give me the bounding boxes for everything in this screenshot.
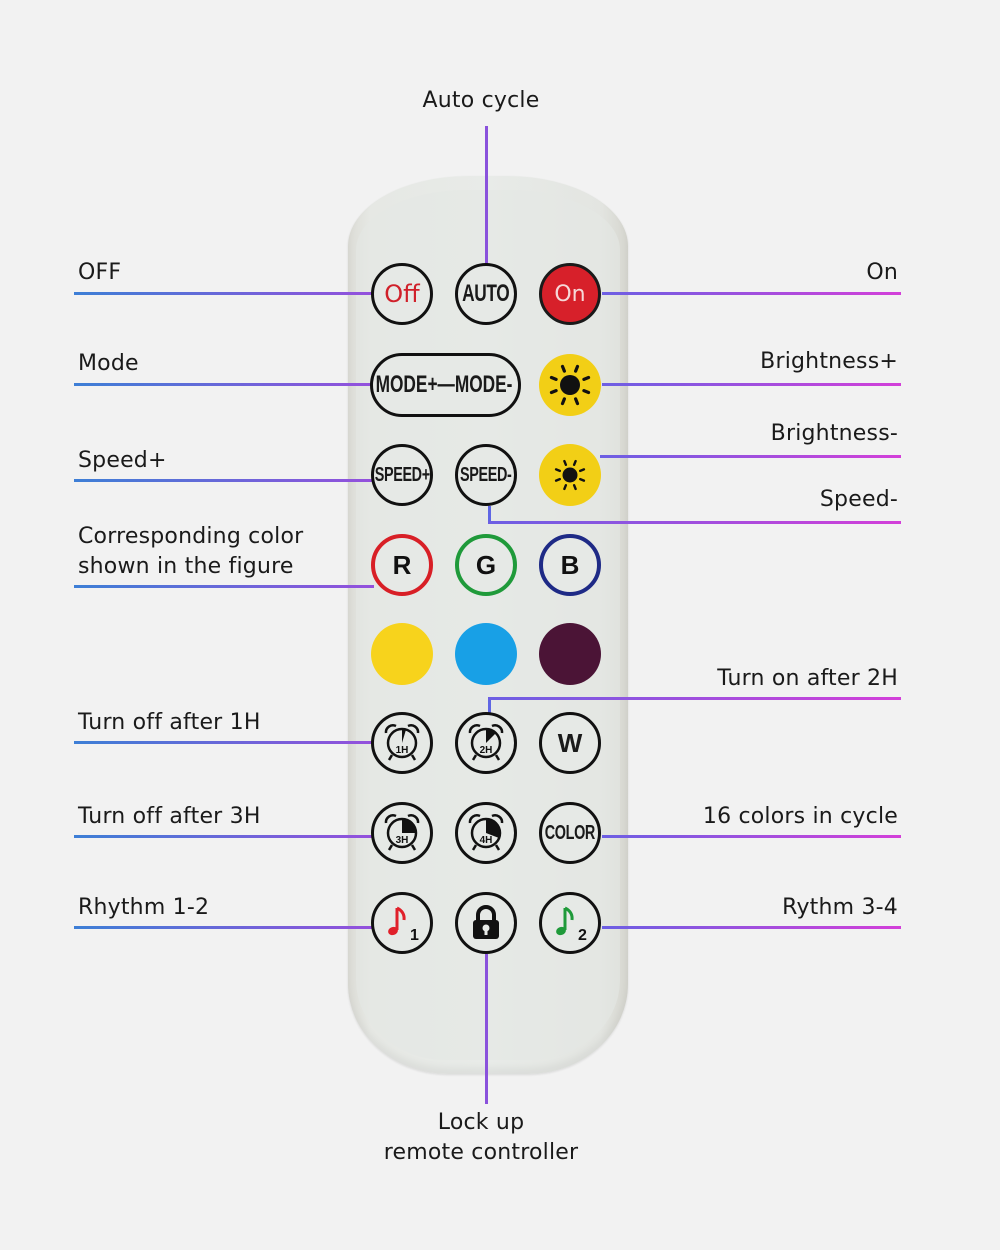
connector-off <box>74 292 372 295</box>
callout-brightness-up: Brightness+ <box>760 349 898 374</box>
yellow-color-button[interactable] <box>371 623 433 685</box>
alarm-clock-icon: 1H <box>384 724 420 761</box>
speed-up-button[interactable]: SPEED+ <box>371 444 433 506</box>
callout-colors-cycle: 16 colors in cycle <box>702 804 898 829</box>
callout-corresponding-color-2: shown in the figure <box>78 554 294 579</box>
brightness-up-button[interactable] <box>539 354 601 416</box>
connector-brightness-down <box>600 455 901 458</box>
callout-turn-on-2h: Turn on after 2H <box>717 666 898 691</box>
sun-large-icon <box>549 364 591 406</box>
speed-down-button-label: SPEED- <box>460 463 512 486</box>
mode-button[interactable]: MODE+—MODE- <box>370 353 521 417</box>
connector-turn-off-1h <box>74 741 372 744</box>
rhythm-1-2-button[interactable]: 1 <box>371 892 433 954</box>
callout-rhythm-34: Rythm 3-4 <box>782 895 898 920</box>
timer-2h-button[interactable]: 2H <box>455 712 517 774</box>
rhythm-3-4-button[interactable]: 2 <box>539 892 601 954</box>
connector-speed-up <box>74 479 372 482</box>
padlock-icon <box>473 905 499 939</box>
connector-speed-down <box>488 521 901 524</box>
speed-up-button-label: SPEED+ <box>374 463 430 486</box>
blue-button-label: B <box>560 549 580 580</box>
connector-mode <box>74 383 372 386</box>
white-button-label: W <box>557 727 583 758</box>
connector-corresponding-color <box>74 585 374 588</box>
color-cycle-button[interactable]: COLOR <box>539 802 601 864</box>
callout-lock-2: remote controller <box>383 1140 579 1165</box>
callout-turn-off-1h: Turn off after 1H <box>78 710 261 735</box>
white-button[interactable]: W <box>539 712 601 774</box>
music-note-icon: 1 <box>388 906 419 944</box>
lock-button[interactable] <box>455 892 517 954</box>
connector-brightness-up <box>602 383 901 386</box>
off-button[interactable]: Off <box>371 263 433 325</box>
connector-colors-cycle <box>602 835 901 838</box>
speed-down-button[interactable]: SPEED- <box>455 444 517 506</box>
alarm-clock-icon: 4H <box>468 814 504 851</box>
connector-auto-cycle <box>485 126 488 264</box>
connector-lock <box>485 954 488 1104</box>
callout-rhythm-12: Rhythm 1-2 <box>78 895 210 920</box>
alarm-clock-icon: 2H <box>468 724 504 761</box>
alarm-clock-icon: 3H <box>384 814 420 851</box>
callout-auto-cycle: Auto cycle <box>422 88 540 113</box>
off-button-label: Off <box>384 280 420 308</box>
svg-text:3H: 3H <box>396 835 409 846</box>
svg-text:2: 2 <box>578 927 587 944</box>
connector-on <box>602 292 901 295</box>
auto-button-label: AUTO <box>462 280 510 307</box>
timer-3h-button[interactable]: 3H <box>371 802 433 864</box>
callout-on: On <box>866 260 898 285</box>
callout-brightness-down: Brightness- <box>770 421 898 446</box>
timer-4h-button[interactable]: 4H <box>455 802 517 864</box>
green-button-label: G <box>475 549 497 580</box>
blue-button[interactable]: B <box>539 534 601 596</box>
connector-rhythm-34 <box>602 926 901 929</box>
color-cycle-button-label: COLOR <box>544 821 596 844</box>
music-note-icon: 2 <box>556 906 587 944</box>
callout-speed-down: Speed- <box>819 487 898 512</box>
green-button[interactable]: G <box>455 534 517 596</box>
auto-button[interactable]: AUTO <box>455 263 517 325</box>
svg-text:2H: 2H <box>480 745 493 756</box>
connector-turn-off-3h <box>74 835 372 838</box>
callout-off: OFF <box>78 260 122 285</box>
svg-text:1: 1 <box>410 927 419 944</box>
timer-1h-button[interactable]: 1H <box>371 712 433 774</box>
connector-rhythm-12 <box>74 926 372 929</box>
purple-color-button[interactable] <box>539 623 601 685</box>
red-button[interactable]: R <box>371 534 433 596</box>
sky-blue-color-button[interactable] <box>455 623 517 685</box>
sun-small-icon <box>554 459 586 491</box>
connector-turn-on-2h <box>488 697 901 700</box>
brightness-down-button[interactable] <box>539 444 601 506</box>
mode-button-label: MODE+—MODE- <box>375 371 512 398</box>
callout-turn-off-3h: Turn off after 3H <box>78 804 261 829</box>
svg-text:4H: 4H <box>480 835 493 846</box>
callout-speed-up: Speed+ <box>78 448 167 473</box>
on-button[interactable]: On <box>539 263 601 325</box>
on-button-label: On <box>554 281 586 307</box>
connector-turn-on-2h-vertical <box>488 697 491 714</box>
svg-text:1H: 1H <box>396 745 409 756</box>
connector-speed-down-vertical <box>488 506 491 524</box>
callout-corresponding-color-1: Corresponding color <box>78 524 304 549</box>
red-button-label: R <box>392 549 412 580</box>
callout-mode: Mode <box>78 351 139 376</box>
callout-lock-1: Lock up <box>437 1110 525 1135</box>
